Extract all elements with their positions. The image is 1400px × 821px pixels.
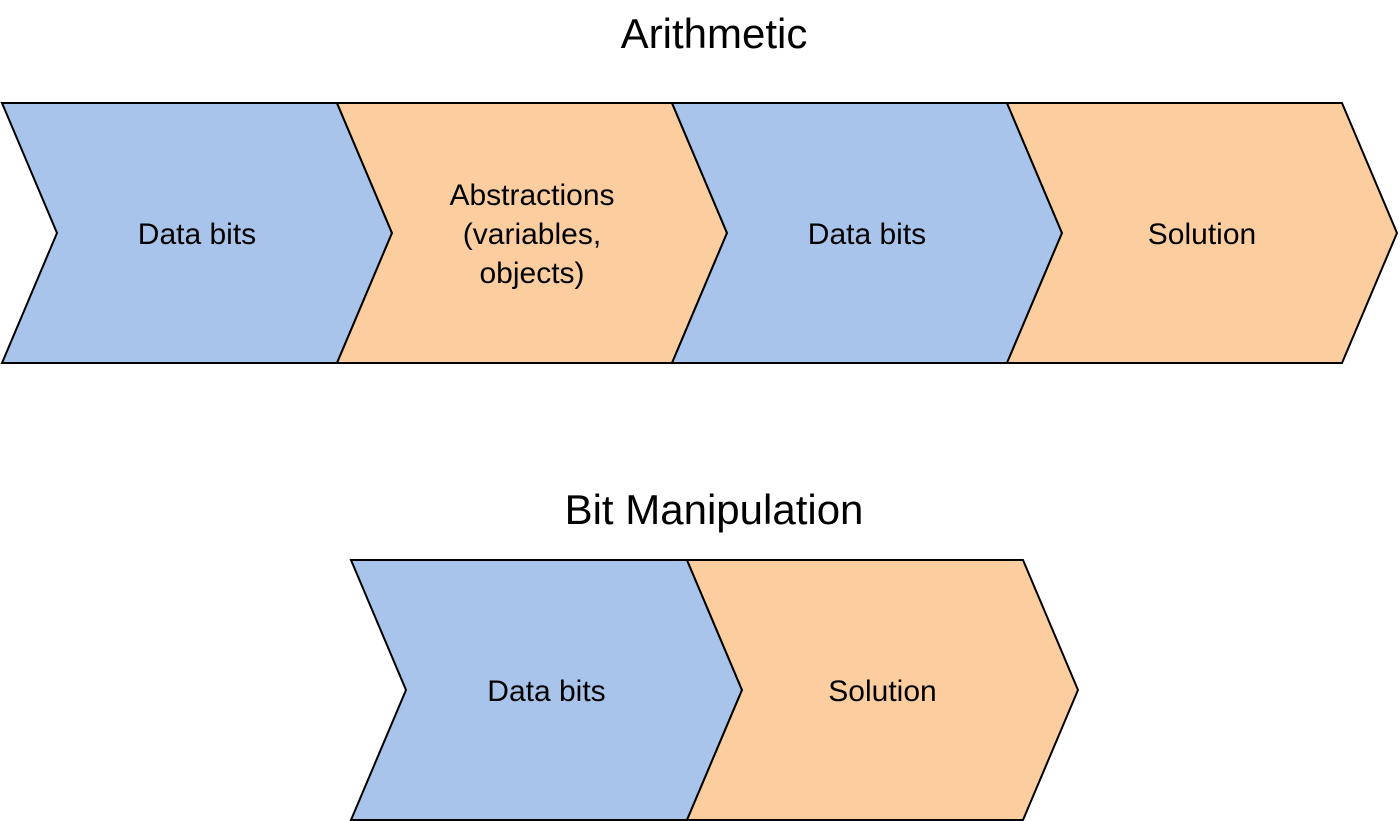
flow-step-label-line: Data bits (138, 218, 256, 251)
flow-step-label: Solution (828, 675, 936, 708)
flow-step-label: Abstractions (variables, objects) (449, 179, 614, 290)
flow-step-label: Data bits (808, 218, 926, 251)
flow-step-label-line: Abstractions (449, 179, 614, 212)
arithmetic-title: Arithmetic (621, 10, 808, 57)
flow-step-label-line: Solution (828, 675, 936, 708)
flow-step-label-line: Data bits (808, 218, 926, 251)
bit-manipulation-flow: Data bits Solution (349, 559, 1080, 821)
flow-step-shape (685, 559, 1080, 821)
bit-manipulation-title: Bit Manipulation (565, 486, 864, 533)
flow-step-label-line: objects) (479, 257, 584, 290)
arithmetic-flow: Data bits Abstractions (variables, objects)… (0, 102, 1399, 364)
flow-step-label: Solution (1148, 218, 1256, 251)
flow-step-label: Data bits (487, 675, 605, 708)
flow-step-label: Data bits (138, 218, 256, 251)
flow-step-shape (1005, 102, 1399, 364)
flow-step-label-line: (variables, (463, 218, 601, 251)
flow-step-label-line: Data bits (487, 675, 605, 708)
flow-step-label-line: Solution (1148, 218, 1256, 251)
